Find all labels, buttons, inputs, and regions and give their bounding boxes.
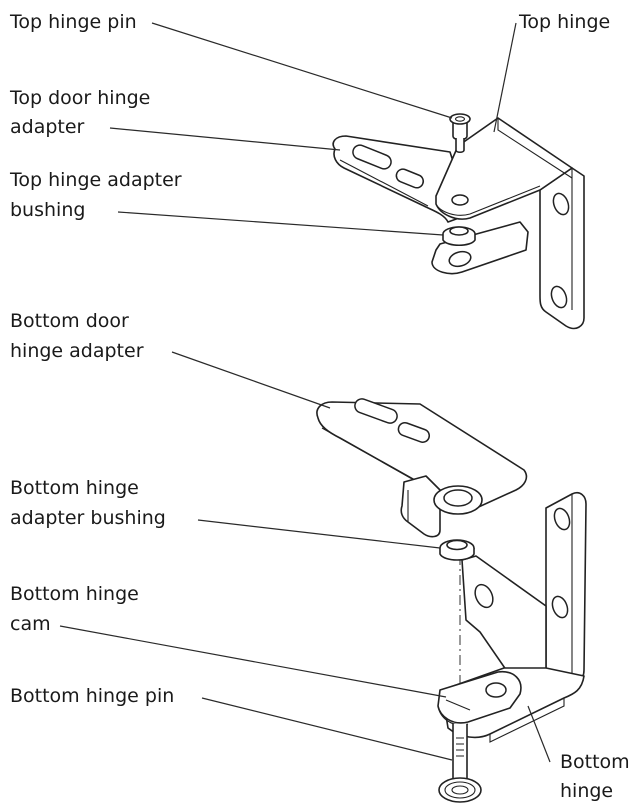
label-bottom-hinge-cam-line1: Bottom hinge: [10, 583, 139, 605]
top-hinge-flange: [539, 167, 585, 330]
leader-bottom-hinge-cam: [59, 625, 447, 698]
bottom-door-hinge-adapter: [316, 398, 528, 538]
label-top-door-hinge-adapter-line2: adapter: [10, 116, 85, 138]
top-lower-adapter-plate: [431, 221, 529, 275]
label-bottom-door-hinge-adapter-line2: hinge adapter: [10, 340, 144, 362]
label-bottom-door-hinge-adapter-line1: Bottom door: [10, 310, 129, 332]
bottom-hinge-flange: [545, 491, 587, 684]
top-hinge-body: [435, 117, 573, 220]
label-bottom-hinge-line2: hinge: [560, 780, 614, 802]
top-hinge-adapter-bushing: [442, 226, 476, 247]
leader-bottom-hinge-adapter-bushing: [197, 519, 441, 549]
leader-bottom-hinge: [527, 705, 551, 763]
label-bottom-hinge-cam-line2: cam: [10, 613, 51, 635]
leader-top-hinge-adapter-bushing: [117, 211, 444, 236]
label-bottom-hinge-adapter-bushing-line2: adapter bushing: [10, 507, 166, 529]
leader-lines: [59, 22, 551, 763]
bottom-hinge-pin: [438, 724, 482, 803]
label-top-hinge-adapter-bushing-line1: Top hinge adapter: [10, 169, 182, 191]
leader-top-hinge: [493, 22, 517, 133]
label-bottom-hinge-adapter-bushing-line1: Bottom hinge: [10, 477, 139, 499]
top-hinge-assembly: [332, 113, 585, 330]
leader-bottom-hinge-pin: [201, 697, 453, 761]
label-top-hinge-pin: Top hinge pin: [10, 11, 137, 33]
label-top-hinge: Top hinge: [519, 11, 611, 33]
label-bottom-hinge-line1: Bottom: [560, 751, 630, 773]
label-top-hinge-adapter-bushing-line2: bushing: [10, 199, 86, 221]
leader-top-door-hinge-adapter: [109, 127, 341, 151]
label-bottom-hinge-pin: Bottom hinge pin: [10, 685, 175, 707]
label-top-door-hinge-adapter-line1: Top door hinge: [10, 87, 151, 109]
top-hinge-pin: [449, 113, 471, 154]
leader-top-hinge-pin: [151, 22, 453, 119]
bottom-hinge-cam: [437, 670, 522, 726]
bottom-hinge-assembly: [316, 398, 587, 803]
bottom-hinge-adapter-bushing: [439, 539, 475, 561]
leader-bottom-door-hinge-adapter: [171, 351, 331, 409]
